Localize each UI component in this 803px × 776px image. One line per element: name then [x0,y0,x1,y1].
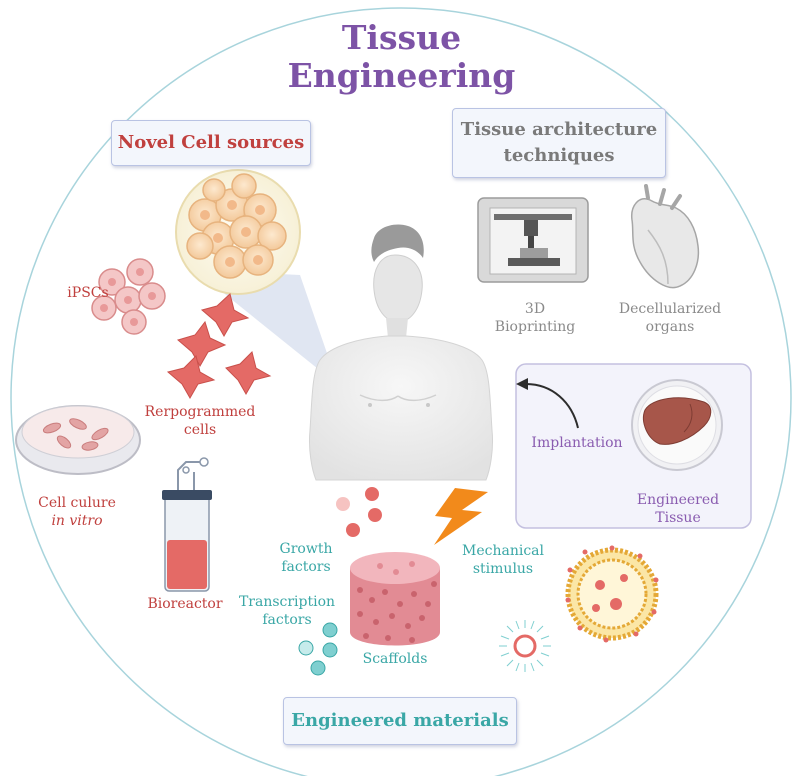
growth-factors-label-line-1: Growth [279,541,333,557]
bioprinting-label-line-2: Bioprinting [494,319,576,335]
petri-dish-icon [15,405,141,475]
3d-printer-icon [477,197,589,283]
micelle-icon [499,620,551,672]
cell-sources-heading: Novel Cell sources [117,132,305,153]
transcription-label-line-2: factors [262,612,312,628]
scaffold-icon [350,552,440,646]
materials-heading: Engineered materials [291,710,509,731]
cell-zoom-icon [175,169,301,295]
ipscs-label: iPSCs [67,285,109,301]
human-body-icon [309,224,493,481]
decell-label-line-2: organs [645,319,695,335]
scaffolds-label: Scaffolds [362,651,428,667]
engineered-tissue-label-line-2: Tissue [655,510,701,526]
cell-culture-label-line-2: in vitro [51,513,103,529]
transcription-factor-dots [298,622,338,676]
reprogrammed-label-line-2: cells [183,422,217,438]
bioreactor-label: Bioreactor [147,596,223,612]
architecture-heading-line-2: techniques [503,145,615,166]
engineered-liver-icon [631,379,723,471]
cell-culture-label-line-1: Cell culure [38,495,116,511]
cell-sources-box: Novel Cell sources [111,120,311,166]
engineered-tissue-label-line-1: Engineered [636,492,720,508]
title-line-2: Engineering [287,56,516,95]
growth-factors-label-line-2: factors [281,559,331,575]
reprogrammed-cells-icon [166,293,272,400]
implantation-label: Implantation [531,435,623,451]
implantation-arrow [525,383,579,429]
reprogrammed-label-line-1: Rerpogrammed [144,404,256,420]
growth-factor-dots [336,487,382,537]
materials-box: Engineered materials [283,697,517,745]
decell-label-line-1: Decellularized [618,301,722,317]
title-line-1: Tissue [341,18,462,57]
architecture-box: Tissue architecture techniques [452,108,666,178]
architecture-heading-line-1: Tissue architecture [460,119,658,140]
mechanical-label-line-1: Mechanical [462,543,544,559]
lightning-icon [434,488,488,545]
bioprinting-label-line-1: 3D [524,301,546,317]
bioreactor-icon [162,457,212,592]
mechanical-label-line-2: stimulus [472,561,534,577]
transcription-label-line-1: Transcription [238,594,336,610]
heart-icon [631,184,700,289]
liposome-icon [565,545,659,643]
